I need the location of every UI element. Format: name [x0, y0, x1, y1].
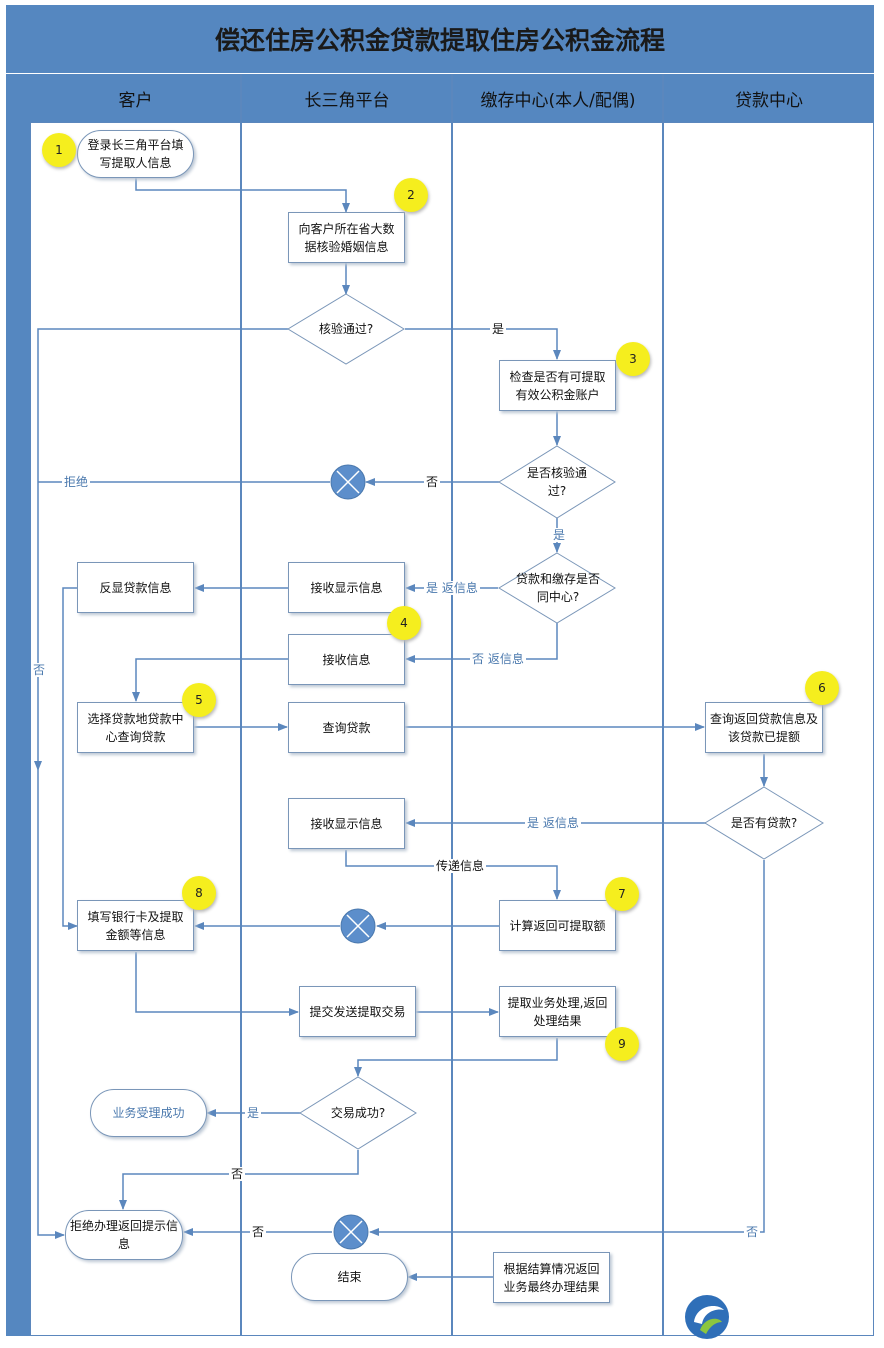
label-reject-no: 否 — [250, 1225, 267, 1239]
step-calc-amount: 计算返回可提取额 — [499, 900, 616, 951]
success-text: 交易成功? — [330, 1106, 386, 1120]
reject-node-2 — [340, 908, 376, 944]
step-process: 提取业务处理,返回处理结果 — [499, 986, 616, 1037]
step-query-loan: 查询贷款 — [288, 702, 405, 753]
step-number-badge: 1 — [42, 133, 76, 167]
label-check-yes: 是 — [551, 528, 568, 542]
label-has-loan-no: 否 — [744, 1225, 761, 1239]
label-verify-yes: 是 — [490, 322, 507, 336]
label-reject: 拒绝 — [62, 475, 91, 489]
decision-verify-passed — [287, 293, 405, 365]
label-same-center-yes: 是 返信息 — [424, 581, 480, 595]
left-strip — [6, 74, 30, 1336]
step-receive-display-1: 接收显示信息 — [288, 562, 405, 613]
label-check-no: 否 — [424, 475, 441, 489]
label-success-yes: 是 — [245, 1106, 262, 1120]
label-pass-info: 传递信息 — [434, 859, 487, 873]
lane-divider — [240, 74, 242, 1336]
step-number-badge: 3 — [616, 342, 650, 376]
has-loan-text: 是否有贷款? — [730, 816, 798, 830]
step-fill-card: 填写银行卡及提取金额等信息 — [77, 900, 194, 951]
step-number-badge: 6 — [805, 671, 839, 705]
step-end: 结束 — [291, 1253, 408, 1301]
step-verify-marriage: 向客户所在省大数据核验婚姻信息 — [288, 212, 405, 263]
lane-header-deposit-center: 缴存中心(本人/配偶) — [453, 74, 663, 122]
step-accepted: 业务受理成功 — [90, 1089, 207, 1137]
step-check-account: 检查是否有可提取有效公积金账户 — [499, 360, 616, 411]
lane-divider — [662, 74, 664, 1336]
step-number-badge: 5 — [182, 683, 216, 717]
check-passed-text: 是否核验通过? — [526, 466, 587, 498]
step-final-result: 根据结算情况返回业务最终办理结果 — [493, 1252, 610, 1303]
decision-has-loan — [704, 786, 824, 860]
lane-divider — [451, 74, 453, 1336]
step-number-badge: 2 — [394, 178, 428, 212]
verify-passed-text: 核验通过? — [318, 322, 374, 336]
step-select-center: 选择贷款地贷款中心查询贷款 — [77, 702, 194, 753]
label-left-no: 否 — [31, 663, 48, 677]
step-login: 登录长三角平台填写提取人信息 — [77, 130, 194, 178]
label-has-loan-yes: 是 返信息 — [525, 816, 581, 830]
decision-same-center — [498, 552, 616, 624]
step-receive-display-2: 接收显示信息 — [288, 798, 405, 849]
step-query-return: 查询返回贷款信息及该贷款已提额 — [705, 702, 823, 753]
lane-header-platform: 长三角平台 — [242, 74, 452, 122]
step-number-badge: 8 — [182, 876, 216, 910]
lane-header-customer: 客户 — [30, 74, 241, 122]
step-receive-info: 接收信息 — [288, 634, 405, 685]
step-number-badge: 7 — [605, 877, 639, 911]
step-submit: 提交发送提取交易 — [299, 986, 416, 1037]
brand-logo-icon — [685, 1295, 729, 1339]
step-number-badge: 9 — [605, 1027, 639, 1061]
step-number-badge: 4 — [387, 606, 421, 640]
decision-check-passed — [498, 445, 616, 519]
diagram-title: 偿还住房公积金贷款提取住房公积金流程 — [6, 5, 874, 73]
label-same-center-no: 否 返信息 — [470, 652, 526, 666]
label-success-no: 否 — [229, 1167, 246, 1181]
same-center-text: 贷款和缴存是否同中心? — [516, 572, 601, 604]
step-display-loan: 反显贷款信息 — [77, 562, 194, 613]
reject-node-3 — [333, 1214, 369, 1250]
reject-node-1 — [330, 464, 366, 500]
lane-header-loan-center: 贷款中心 — [664, 74, 874, 122]
step-reject: 拒绝办理返回提示信息 — [65, 1210, 183, 1260]
decision-success — [299, 1076, 417, 1150]
